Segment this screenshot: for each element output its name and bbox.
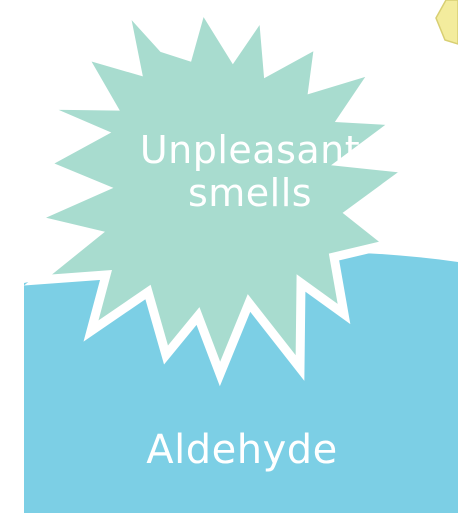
- aldehyde-label: Aldehyde: [146, 427, 338, 473]
- starburst-shape: [17, 0, 423, 387]
- corner-shape: [435, 0, 458, 45]
- burst-label-line-1: Unpleasant: [139, 128, 361, 172]
- aldehyde-box: [24, 251, 458, 513]
- burst-label-line-2: smells: [187, 171, 313, 215]
